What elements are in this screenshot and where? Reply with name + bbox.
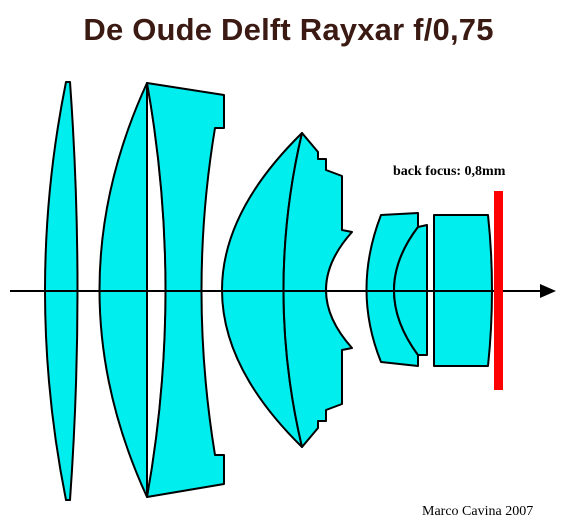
back-focus-label: back focus: 0,8mm: [393, 164, 506, 179]
page-title: De Oude Delft Rayxar f/0,75: [83, 12, 494, 47]
optical-axis-arrow-icon: [540, 284, 556, 298]
focal-plane-marker: [494, 191, 503, 390]
credit-label: Marco Cavina 2007: [422, 504, 533, 519]
